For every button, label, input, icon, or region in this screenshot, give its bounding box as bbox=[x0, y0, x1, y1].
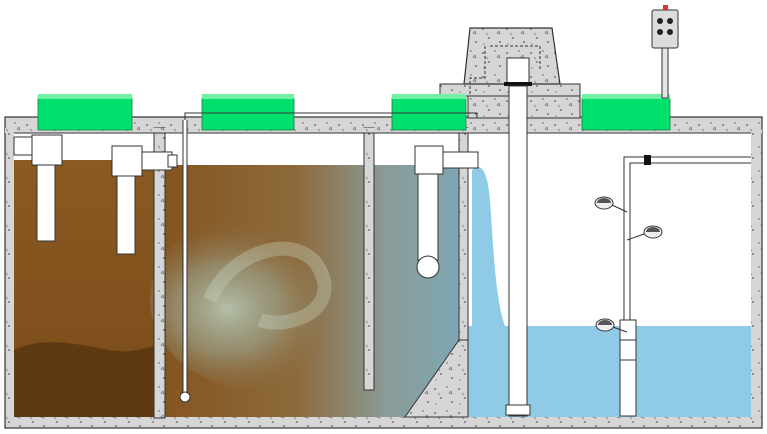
baffle-tee-pipe bbox=[111, 145, 178, 255]
riser-pipe bbox=[505, 85, 531, 417]
float-switch-2 bbox=[626, 225, 663, 241]
float-switch-3 bbox=[595, 318, 628, 333]
discharge-pipe bbox=[623, 155, 751, 325]
control-panel bbox=[651, 5, 679, 99]
inlet-tee-pipe bbox=[13, 134, 63, 242]
pump bbox=[619, 319, 637, 417]
lid-3 bbox=[391, 94, 467, 131]
float-switches bbox=[594, 196, 663, 333]
access-lids bbox=[37, 94, 671, 131]
outlet-tee-pipe bbox=[414, 145, 479, 279]
lid-2 bbox=[201, 94, 295, 131]
aeration-chamber bbox=[150, 133, 459, 417]
chamber-walls bbox=[5, 127, 762, 419]
float-switch-1 bbox=[594, 196, 628, 213]
lid-4 bbox=[581, 94, 671, 131]
air-line bbox=[179, 112, 478, 403]
lid-1 bbox=[37, 94, 133, 131]
